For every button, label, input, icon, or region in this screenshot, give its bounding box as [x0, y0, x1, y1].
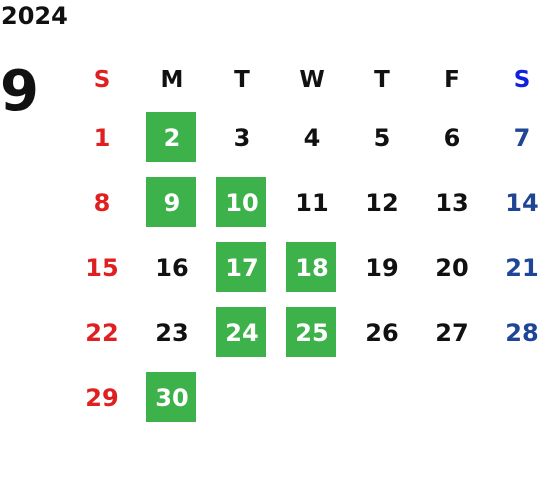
day-number: 21	[505, 253, 539, 282]
day-number: 4	[303, 123, 321, 152]
day-number: 9	[163, 188, 181, 217]
day-cell: 23	[137, 300, 207, 365]
day-cell: 14	[487, 170, 548, 235]
day-number: 1	[93, 123, 111, 152]
weekday-header-fri: F	[444, 67, 460, 93]
day-cell: 1	[67, 105, 137, 170]
weekday-header-thu: T	[374, 67, 390, 93]
day-cell-highlighted: 2	[137, 105, 207, 170]
day-cell: 13	[417, 170, 487, 235]
day-number: 26	[365, 318, 399, 347]
day-number: 23	[155, 318, 189, 347]
day-number: 18	[295, 253, 329, 282]
day-cell: 12	[347, 170, 417, 235]
day-cell: 4	[277, 105, 347, 170]
day-number: 29	[85, 383, 119, 412]
day-number: 7	[513, 123, 531, 152]
day-number: 28	[505, 318, 539, 347]
day-cell: 19	[347, 235, 417, 300]
day-number: 2	[163, 123, 181, 152]
calendar-grid: S M T W T F S 1 2 3 4 5 6 7 8 9 10 11 12…	[67, 55, 548, 495]
day-cell	[417, 365, 487, 430]
day-number: 20	[435, 253, 469, 282]
day-number: 16	[155, 253, 189, 282]
weekday-header-tue: T	[234, 67, 250, 93]
day-cell-highlighted: 18	[277, 235, 347, 300]
day-number: 15	[85, 253, 119, 282]
day-number: 6	[443, 123, 461, 152]
weekday-header-sun: S	[93, 67, 111, 93]
day-cell: 21	[487, 235, 548, 300]
day-number: 11	[295, 188, 329, 217]
day-cell-highlighted: 30	[137, 365, 207, 430]
day-number: 13	[435, 188, 469, 217]
day-cell: 26	[347, 300, 417, 365]
day-cell: 11	[277, 170, 347, 235]
day-cell: 16	[137, 235, 207, 300]
day-cell: 6	[417, 105, 487, 170]
day-number: 24	[225, 318, 259, 347]
day-number: 5	[373, 123, 391, 152]
day-cell	[347, 365, 417, 430]
day-cell	[207, 365, 277, 430]
day-cell: 3	[207, 105, 277, 170]
day-cell-highlighted: 17	[207, 235, 277, 300]
day-cell: 27	[417, 300, 487, 365]
day-number: 19	[365, 253, 399, 282]
day-number: 30	[155, 383, 189, 412]
day-cell: 20	[417, 235, 487, 300]
day-cell: 8	[67, 170, 137, 235]
day-cell: 28	[487, 300, 548, 365]
day-cell: 29	[67, 365, 137, 430]
day-cell	[277, 365, 347, 430]
day-cell: 5	[347, 105, 417, 170]
day-cell: 22	[67, 300, 137, 365]
day-cell: 7	[487, 105, 548, 170]
day-number: 14	[505, 188, 539, 217]
day-number: 25	[295, 318, 329, 347]
day-number: 3	[233, 123, 251, 152]
day-number: 22	[85, 318, 119, 347]
day-number: 8	[93, 188, 111, 217]
day-number: 27	[435, 318, 469, 347]
day-cell-highlighted: 25	[277, 300, 347, 365]
day-cell: 15	[67, 235, 137, 300]
day-cell-highlighted: 9	[137, 170, 207, 235]
month-label: 9	[0, 59, 39, 124]
day-cell	[487, 365, 548, 430]
day-number: 10	[225, 188, 259, 217]
year-label: 2024	[1, 2, 68, 30]
weekday-header-sat: S	[513, 67, 531, 93]
day-number: 12	[365, 188, 399, 217]
weekday-header-mon: M	[160, 67, 184, 93]
day-cell-highlighted: 10	[207, 170, 277, 235]
day-cell-highlighted: 24	[207, 300, 277, 365]
weekday-header-wed: W	[299, 67, 325, 93]
day-number: 17	[225, 253, 259, 282]
